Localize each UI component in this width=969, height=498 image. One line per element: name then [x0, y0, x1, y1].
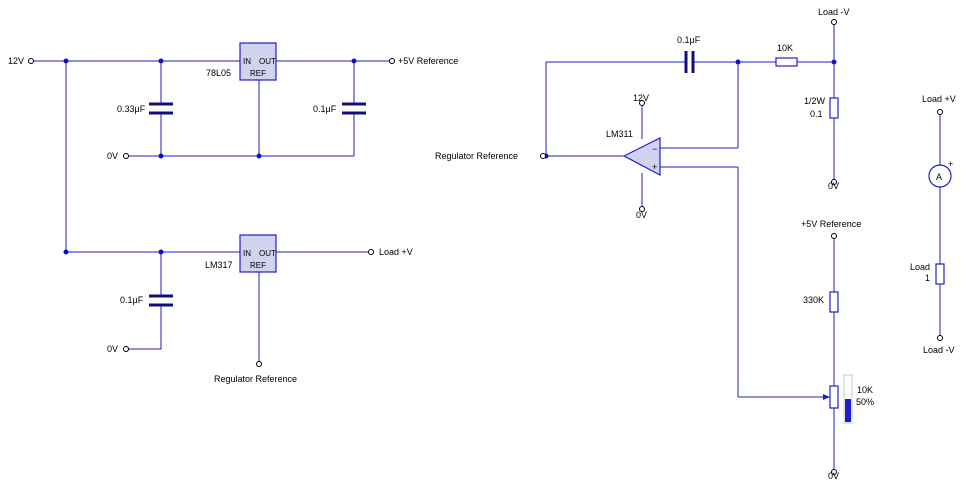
ammeter-symbol: A [936, 172, 942, 182]
comparator-lm311-label: LM311 [606, 129, 633, 139]
terminal-load-pos [937, 109, 943, 115]
junction-node [63, 58, 69, 64]
resistor-10k-label: 10K [777, 43, 793, 53]
capacitor-coupling-label: 0.1μF [677, 35, 701, 45]
terminal-12v [28, 58, 34, 64]
terminal-label-5v-reference: +5V Reference [801, 219, 861, 229]
regulator-78l05-label: 78L05 [206, 68, 231, 78]
terminal-label-load-neg: Load -V [923, 345, 955, 355]
resistor-load [935, 263, 945, 285]
resistor-shunt [829, 97, 839, 119]
shunt-value-label: 0.1 [810, 109, 823, 119]
terminal-regulator-reference [540, 153, 546, 159]
terminal-5v-reference [831, 233, 837, 239]
terminal-0v [831, 469, 837, 475]
terminal-label-0v: 0V [107, 151, 118, 161]
terminal-label-12v: 12V [8, 56, 24, 66]
terminal-label-load-neg: Load -V [818, 7, 850, 17]
terminal-label-regulator-reference: Regulator Reference [435, 151, 518, 161]
junction-node [158, 58, 164, 64]
comparator-lm311-body [622, 137, 661, 176]
load-label: Load [910, 262, 930, 272]
ammeter-icon [928, 164, 952, 188]
terminal-load-neg [937, 335, 943, 341]
load-value-label: 1 [925, 273, 930, 283]
pin-label-ref: REF [250, 69, 266, 78]
terminal-5v-reference [389, 58, 395, 64]
capacitor-0-33uf-label: 0.33μF [117, 104, 146, 114]
terminal-regulator-reference [256, 361, 262, 367]
terminal-0v [831, 179, 837, 185]
potentiometer-10k [829, 385, 839, 409]
regulator-lm317-section: IN OUT REF LM317 0.1μF Load +V 0V Regula… [63, 234, 413, 384]
capacitor-0-1uf-label: 0.1μF [120, 295, 144, 305]
regulator-78l05-body [239, 42, 277, 81]
terminal-load-pos [368, 249, 374, 255]
terminal-12v [639, 100, 645, 106]
pin-label-in: IN [243, 249, 251, 258]
regulator-78l05-section: IN OUT REF 78L05 0.33μF 0.1μF 12V +5V Re… [8, 42, 458, 252]
comparator-plus-label: + [652, 162, 657, 172]
potentiometer-value-label: 10K [857, 385, 873, 395]
junction-node [158, 249, 164, 255]
shunt-rating-label: 1/2W [804, 96, 826, 106]
capacitor-0-1uf-label: 0.1μF [313, 104, 337, 114]
regulator-lm317-label: LM317 [205, 260, 233, 270]
potentiometer-setting-label: 50% [856, 397, 874, 407]
junction-node [256, 153, 262, 159]
pin-label-out: OUT [259, 249, 276, 258]
terminal-label-0v: 0V [828, 181, 839, 191]
terminal-label-5v-reference: +5V Reference [398, 56, 458, 66]
terminal-0v [123, 153, 129, 159]
pin-label-ref: REF [250, 261, 266, 270]
terminal-label-12v: 12V [633, 93, 649, 103]
comparator-section: 0.1μF 10K − + LM311 Regulator Reference … [435, 35, 837, 398]
terminal-load-neg [831, 19, 837, 25]
potentiometer-wiper [823, 394, 830, 400]
junction-node [63, 249, 69, 255]
terminal-0v [123, 346, 129, 352]
comparator-minus-label: − [652, 144, 657, 154]
divider-section: 330K 10K 50% +5V Reference 0V [801, 219, 874, 481]
regulator-lm317-body [239, 234, 277, 273]
terminal-0v [639, 206, 645, 212]
terminal-label-load-pos: Load +V [379, 247, 413, 257]
junction-node [735, 59, 741, 65]
terminal-label-0v: 0V [107, 344, 118, 354]
terminal-label-0v: 0V [636, 210, 647, 220]
resistor-330k [829, 291, 839, 313]
pin-label-in: IN [243, 57, 251, 66]
ammeter-plus-label: + [948, 159, 953, 169]
resistor-330k-label: 330K [803, 295, 824, 305]
potentiometer-slider-fill [845, 399, 851, 422]
pin-label-out: OUT [259, 57, 276, 66]
terminal-label-load-pos: Load +V [922, 94, 956, 104]
terminal-label-regulator-reference: Regulator Reference [214, 374, 297, 384]
shunt-section: 1/2W 0.1 Load -V 0V [804, 7, 850, 191]
junction-node [351, 58, 357, 64]
terminal-label-0v: 0V [828, 471, 839, 481]
resistor-10k [775, 57, 798, 67]
ammeter-section: A + Load 1 Load +V Load -V [910, 94, 956, 355]
junction-node [158, 153, 164, 159]
